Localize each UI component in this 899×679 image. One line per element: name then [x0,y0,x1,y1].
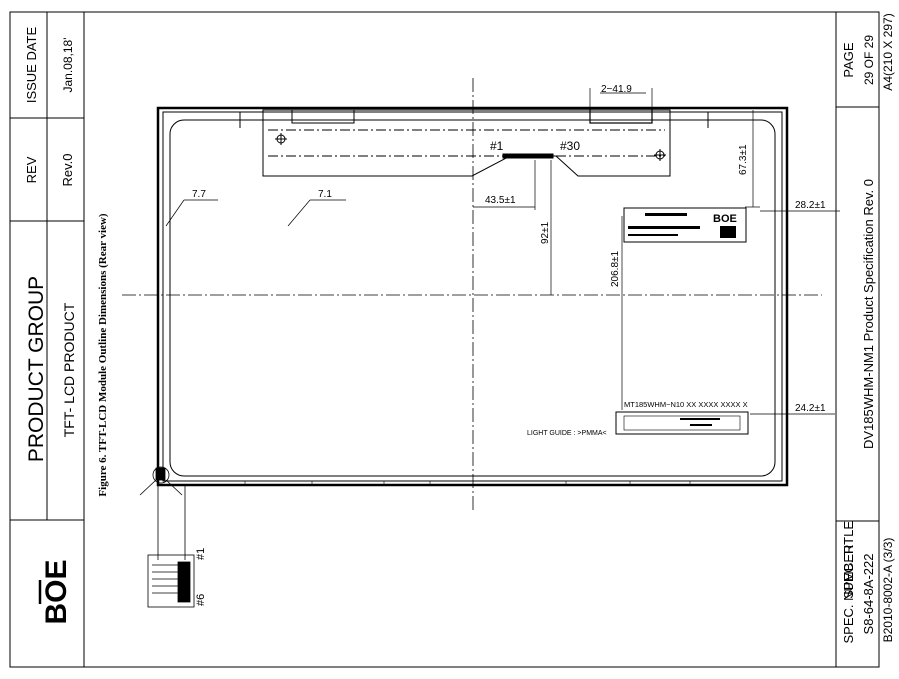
spec-title-value: DV185WHM-NM1 Product Specification Rev. … [861,179,876,449]
dim-67-3-text: 67.3±1 [738,144,749,175]
sticker-logo: BOE [713,213,737,225]
figure-caption: Figure 6. TFT-LCD Module Outline Dimensi… [97,213,109,496]
rev-label: REV [24,156,39,183]
pin-1-label: #1 [490,139,504,153]
issue-date-label: ISSUE DATE [24,27,39,104]
product-sticker: BOE [623,207,747,243]
issue-date-value: Jan.08,18' [61,37,75,92]
driver-board [262,107,671,177]
dim-7-7-text: 7.7 [192,189,206,200]
page-value: 29 OF 29 [862,35,876,85]
rev-value: Rev.0 [60,154,75,187]
dim-28-2-text: 28.2±1 [795,200,826,211]
dim-2-41-9-text: 2−41.9 [601,84,632,95]
light-guide-text: LIGHT GUIDE : >PMMA< [527,430,607,437]
spec-number-value: S8-64-8A-222 [861,554,876,635]
dim-2-41-9 [589,88,653,108]
model-label-text: MT185WHM−N10 XX XXXX XXXX X [624,400,748,409]
pin-30-label: #30 [560,139,580,153]
page-label: PAGE [841,42,856,77]
logo: BOE [38,559,73,625]
conn-pin-6-label: #6 [195,594,207,606]
dim-67-3 [745,110,760,208]
product-group-label: PRODUCT GROUP [25,276,48,462]
title-block [9,11,880,668]
dim-43-5 [473,160,536,210]
model-label [615,411,749,435]
dim-7-7 [165,199,218,227]
conn-pin-1-label: #1 [195,548,207,560]
center-lines [122,78,822,512]
form-number: B2010-8002-A (3/3) [881,538,895,643]
paper-size: A4(210 X 297) [881,13,895,90]
dim-43-5-text: 43.5±1 [485,195,516,206]
dim-7-1-text: 7.1 [318,189,332,200]
spec-title-label: SPEC. TITLE [841,521,856,599]
logo-text: BOE [40,559,73,624]
product-group-value: TFT- LCD PRODUCT [61,302,77,437]
dim-7-1 [287,199,346,227]
connector-detail [139,466,195,608]
dim-24-2-text: 24.2±1 [795,403,826,414]
dim-92-text: 92±1 [540,221,551,244]
spec-number-label: SPEC. NUMBER [841,545,856,644]
module-outline [156,106,789,487]
dim-206-8-text: 206.8±1 [610,250,621,287]
